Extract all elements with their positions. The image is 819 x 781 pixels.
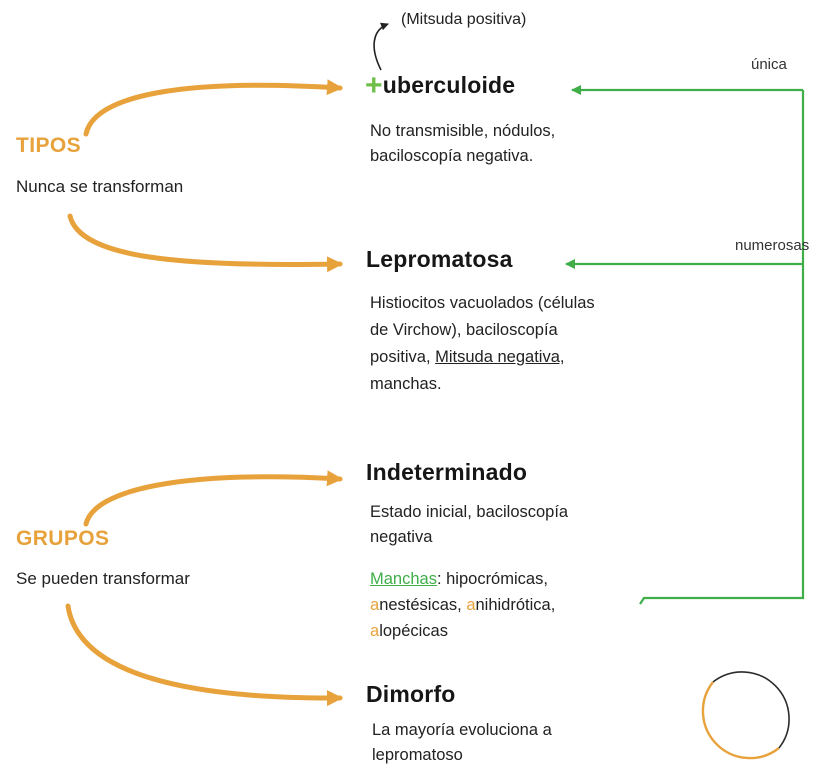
- tuberculoide-desc-line2: baciloscopía negativa.: [370, 147, 534, 165]
- lepromatosa-desc-line3: positiva, Mitsuda negativa,: [370, 344, 595, 371]
- dimorfo-desc-line1: La mayoría evoluciona a: [372, 721, 552, 739]
- lepromatosa-desc-line4: manchas.: [370, 375, 442, 393]
- indeterminado-desc-line2: negativa: [370, 528, 433, 546]
- mitsuda-annotation: (Mitsuda positiva): [401, 11, 527, 28]
- manchas-line3: alopécicas: [370, 618, 555, 644]
- manchas-line2: anestésicas, anihidrótica,: [370, 592, 555, 618]
- dimorfo-circle-black-arc: [712, 671, 790, 749]
- green-connector-manchas: [639, 90, 805, 605]
- tuberculoide-heading: +uberculoide: [365, 69, 516, 102]
- tipos-heading: TIPOS: [16, 134, 82, 157]
- dimorfo-circle-orange-arc: [701, 681, 780, 760]
- green-plus-icon: +: [365, 69, 383, 102]
- indeterminado-description: Estado inicial, baciloscopía negativa: [370, 500, 568, 550]
- tuberculoide-desc-line1: No transmisible, nódulos,: [370, 122, 556, 140]
- indeterminado-heading: Indeterminado: [366, 459, 528, 485]
- numerosas-label: numerosas: [735, 237, 810, 254]
- alopecicas-initial: a: [370, 622, 380, 640]
- tuberculoide-title-text: uberculoide: [382, 72, 516, 98]
- dimorfo-desc-line2: lepromatoso: [372, 746, 463, 764]
- manchas-paragraph: Manchas: hipocrómicas, anestésicas, anih…: [370, 566, 555, 644]
- tuberculoide-description: No transmisible, nódulos, baciloscopía n…: [370, 119, 555, 169]
- dimorfo-heading: Dimorfo: [366, 681, 456, 707]
- arrow-tipos-tuberculoide: [83, 79, 343, 137]
- lepromatosa-desc-line3-pre: positiva,: [370, 348, 436, 366]
- lepromatosa-description: Histiocitos vacuolados (células de Virch…: [370, 290, 595, 398]
- anestesicas-initial: a: [370, 596, 380, 614]
- anihidrotica-rest: nihidrótica,: [475, 596, 556, 614]
- manchas-line1: Manchas: hipocrómicas,: [370, 566, 555, 592]
- grupos-subtitle: Se pueden transformar: [16, 569, 190, 588]
- dimorfo-circle: [701, 671, 790, 760]
- anestesicas-rest: nestésicas,: [379, 596, 467, 614]
- manchas-label: Manchas: [370, 570, 437, 588]
- arrow-grupos-indeterminado: [83, 470, 343, 527]
- mitsuda-negativa-underlined: Mitsuda negativa,: [435, 348, 565, 366]
- arrow-grupos-dimorfo: [65, 603, 343, 707]
- alopecicas-rest: lopécicas: [379, 622, 448, 640]
- indeterminado-desc-line1: Estado inicial, baciloscopía: [370, 503, 569, 521]
- lepromatosa-desc-line2: de Virchow), baciloscopía: [370, 321, 558, 339]
- lepromatosa-heading: Lepromatosa: [366, 246, 513, 272]
- arrow-tipos-lepromatosa: [67, 213, 343, 273]
- dimorfo-description: La mayoría evoluciona a lepromatoso: [372, 718, 552, 768]
- grupos-heading: GRUPOS: [16, 527, 110, 550]
- lepromatosa-desc-line1: Histiocitos vacuolados (células: [370, 294, 595, 312]
- anihidrotica-initial: a: [466, 596, 476, 614]
- mitsuda-pointer-arrow: [373, 22, 389, 71]
- manchas-line1-rest: : hipocrómicas,: [436, 570, 548, 588]
- tipos-subtitle: Nunca se transforman: [16, 177, 184, 196]
- unica-label: única: [751, 56, 787, 73]
